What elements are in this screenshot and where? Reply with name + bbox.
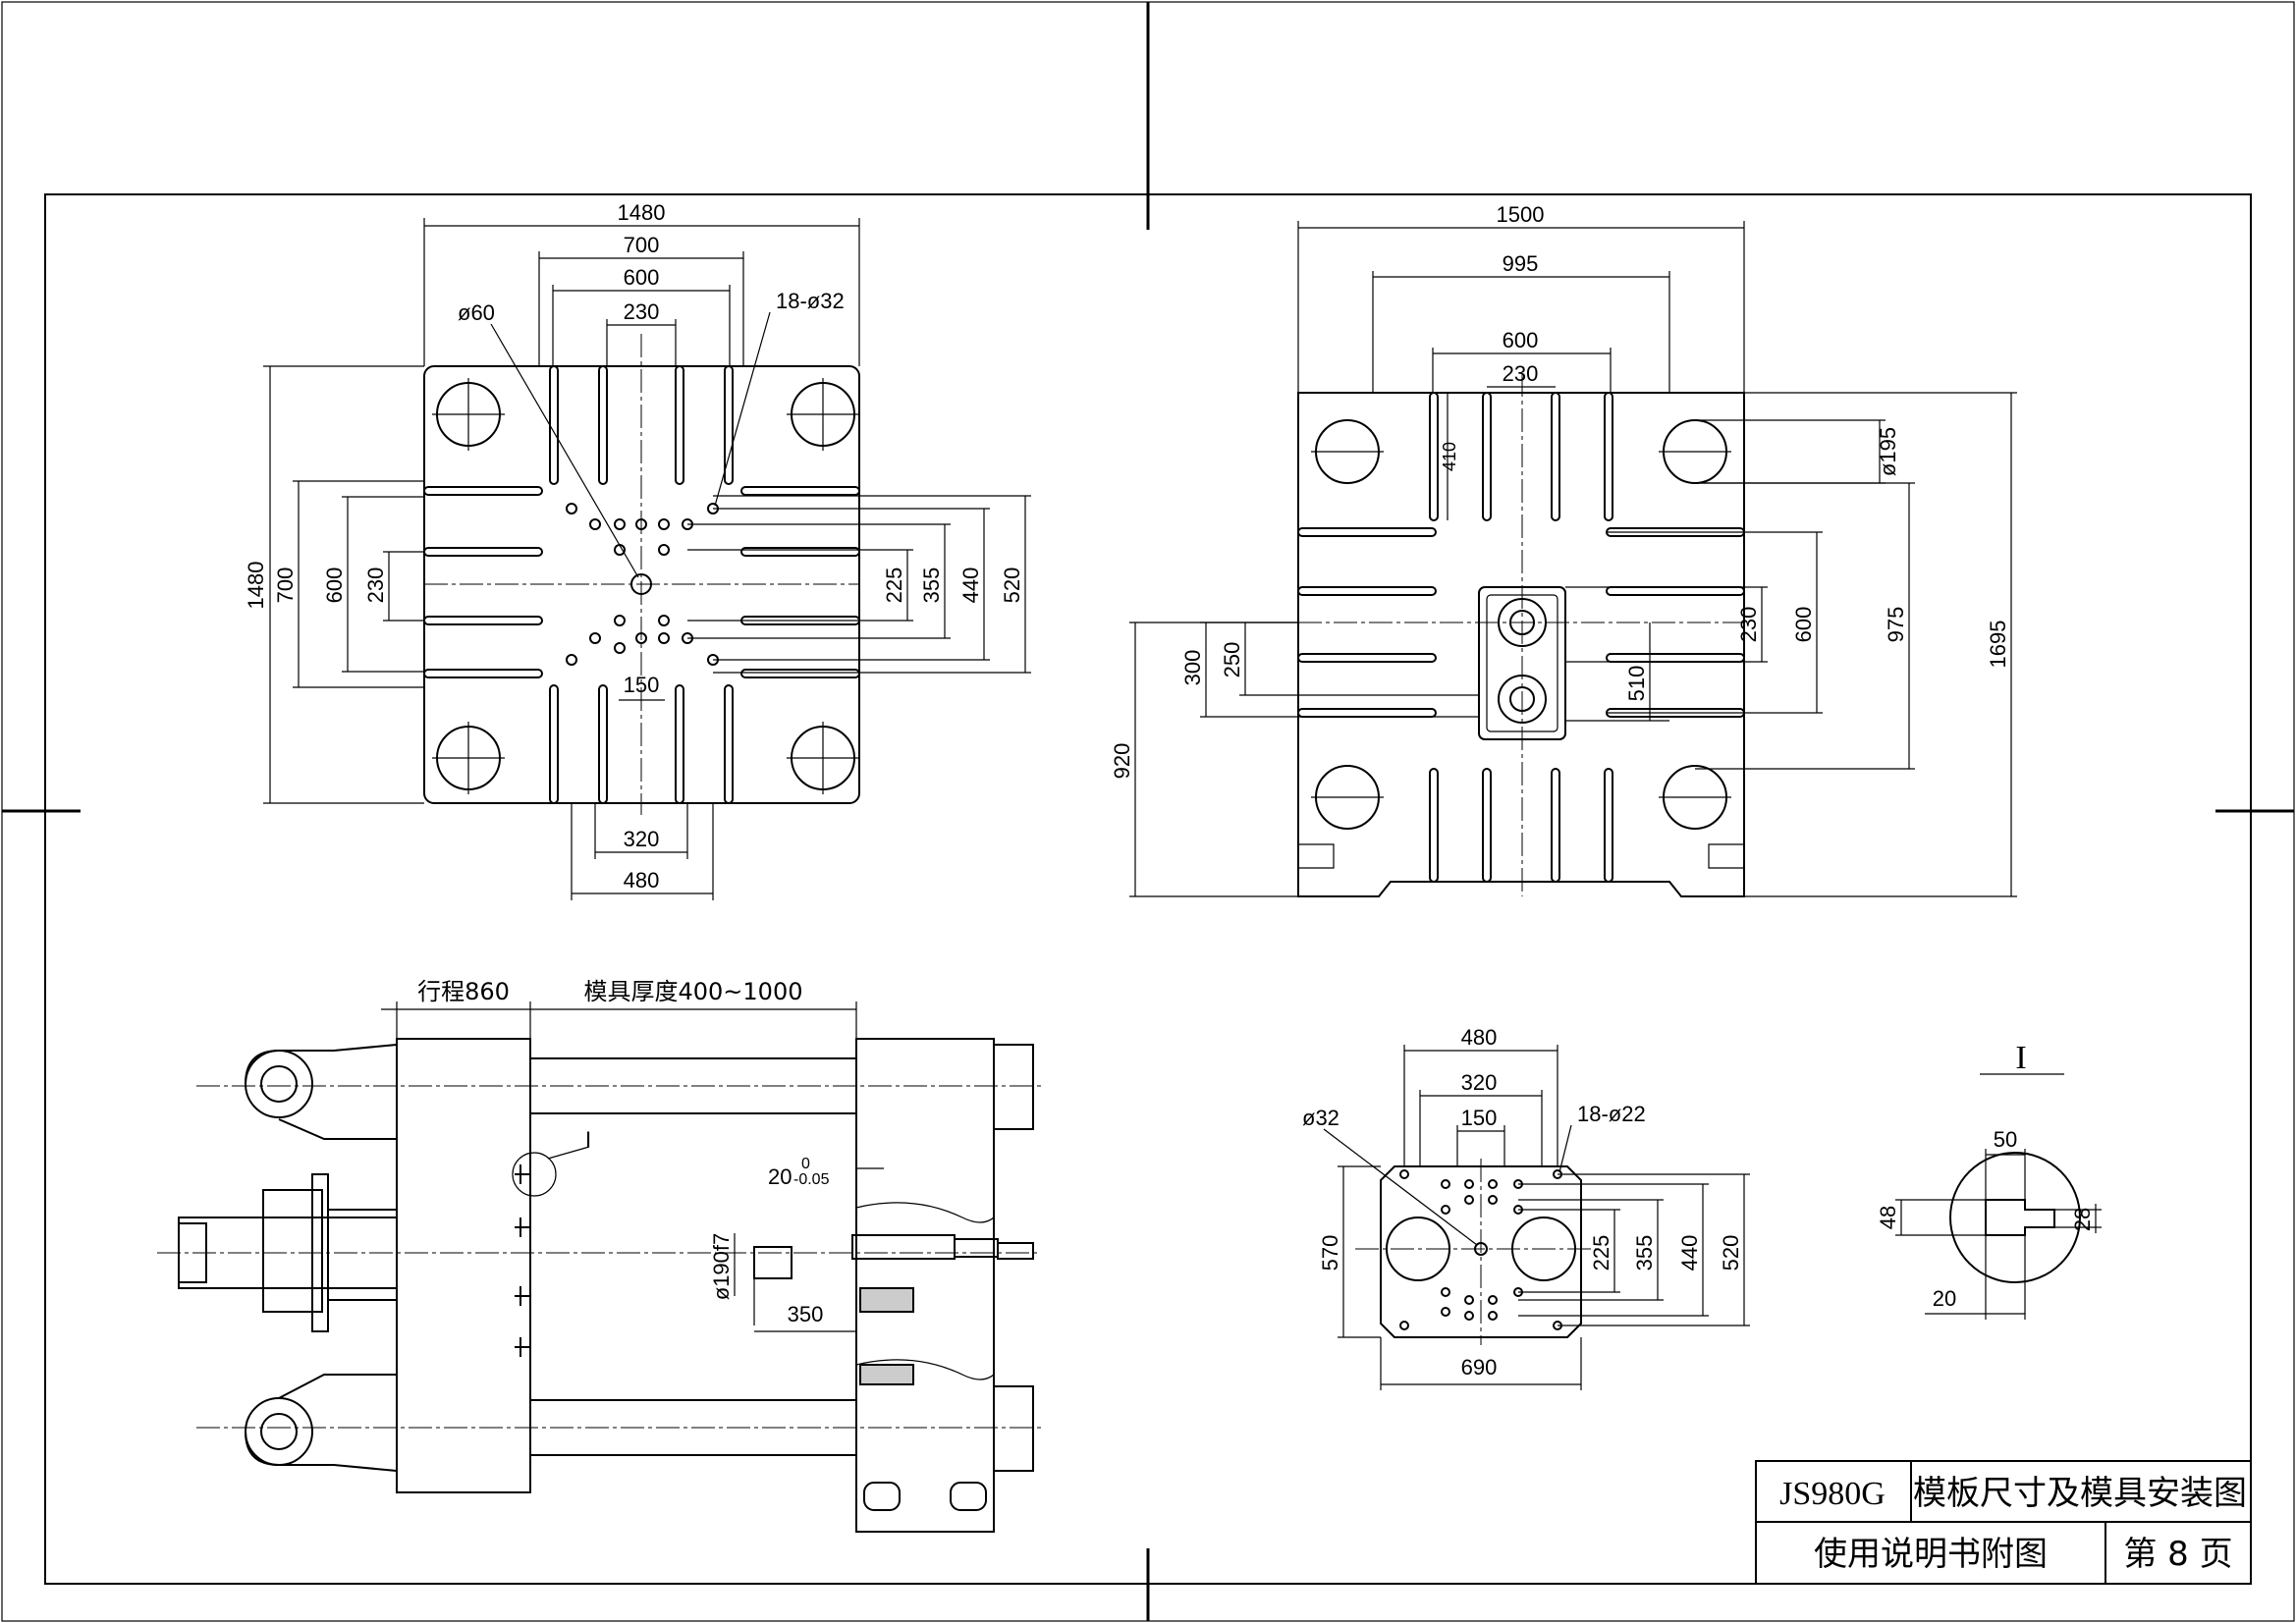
svg-text:1480: 1480 xyxy=(618,200,666,225)
svg-text:690: 690 xyxy=(1461,1355,1498,1380)
svg-text:ø32: ø32 xyxy=(1302,1106,1339,1130)
svg-text:480: 480 xyxy=(1461,1025,1498,1050)
svg-text:600: 600 xyxy=(624,265,660,290)
svg-text:350: 350 xyxy=(788,1302,824,1326)
svg-text:18-ø22: 18-ø22 xyxy=(1577,1102,1646,1126)
detail-i-dims: I 50 48 28 20 xyxy=(1876,1040,2095,1311)
svg-text:225: 225 xyxy=(882,568,906,604)
svg-text:行程860: 行程860 xyxy=(417,978,510,1005)
svg-text:440: 440 xyxy=(1677,1235,1702,1271)
svg-text:570: 570 xyxy=(1318,1235,1342,1271)
svg-text:510: 510 xyxy=(1624,666,1649,702)
title-subtitle: 使用说明书附图 xyxy=(1814,1535,2048,1574)
svg-text:150: 150 xyxy=(624,673,660,697)
svg-text:520: 520 xyxy=(1000,568,1024,604)
title-page: 第 8 页 xyxy=(2123,1535,2232,1574)
svg-text:ø190f7: ø190f7 xyxy=(709,1233,734,1301)
svg-text:1695: 1695 xyxy=(1986,621,2010,669)
svg-text:600: 600 xyxy=(1503,328,1539,352)
svg-text:150: 150 xyxy=(1461,1106,1498,1130)
svg-text:410: 410 xyxy=(1440,442,1459,471)
svg-text:50: 50 xyxy=(1994,1127,2017,1152)
svg-text:0: 0 xyxy=(801,1156,810,1172)
svg-text:230: 230 xyxy=(1736,607,1761,643)
svg-text:20: 20 xyxy=(1933,1286,1956,1311)
svg-text:995: 995 xyxy=(1503,251,1539,276)
fixed-platen-dims: 1480 700 600 230 ø60 18-ø32 150 320 480 … xyxy=(244,200,1024,893)
svg-text:ø195: ø195 xyxy=(1876,427,1900,476)
svg-text:320: 320 xyxy=(624,827,660,851)
svg-text:18-ø32: 18-ø32 xyxy=(776,289,845,313)
svg-text:520: 520 xyxy=(1719,1235,1743,1271)
svg-text:225: 225 xyxy=(1589,1235,1613,1271)
svg-text:-0.05: -0.05 xyxy=(793,1171,830,1188)
svg-text:355: 355 xyxy=(919,568,944,604)
svg-text:600: 600 xyxy=(322,568,347,604)
svg-text:20: 20 xyxy=(768,1164,792,1189)
ejector-plate-dims: 480 320 150 ø32 18-ø22 570 225 355 440 5… xyxy=(1302,1025,1743,1380)
svg-text:440: 440 xyxy=(958,568,983,604)
svg-text:250: 250 xyxy=(1220,642,1244,678)
svg-text:600: 600 xyxy=(1791,607,1816,643)
svg-text:ø60: ø60 xyxy=(458,300,495,325)
svg-text:920: 920 xyxy=(1110,743,1134,780)
svg-text:I: I xyxy=(585,1127,591,1152)
moving-platen-view xyxy=(1129,221,2017,897)
svg-text:1480: 1480 xyxy=(244,562,268,610)
svg-text:230: 230 xyxy=(363,568,388,604)
title-drawing: 模板尺寸及模具安装图 xyxy=(1913,1474,2247,1513)
svg-text:28: 28 xyxy=(2070,1208,2095,1231)
svg-text:230: 230 xyxy=(624,299,660,324)
svg-text:480: 480 xyxy=(624,868,660,893)
clamping-side-view xyxy=(157,1001,1041,1533)
svg-text:355: 355 xyxy=(1632,1235,1657,1271)
svg-text:230: 230 xyxy=(1503,361,1539,386)
fixed-platen-view xyxy=(263,218,1031,900)
ejector-plate-view xyxy=(1323,1045,1750,1390)
svg-text:I: I xyxy=(2015,1040,2026,1076)
svg-text:模具厚度400~1000: 模具厚度400~1000 xyxy=(584,978,803,1005)
title-model: JS980G xyxy=(1779,1476,1886,1512)
svg-text:700: 700 xyxy=(624,233,660,257)
detail-i-view xyxy=(1895,1073,2102,1320)
svg-text:320: 320 xyxy=(1461,1070,1498,1095)
svg-text:300: 300 xyxy=(1180,650,1205,686)
moving-platen-dims: 1500 995 600 230 410 ø195 230 600 975 16… xyxy=(1110,202,2010,779)
side-view-dims: 行程860 模具厚度400~1000 I 0 20 -0.05 ø190f7 3… xyxy=(417,978,829,1326)
title-block: JS980G 模板尺寸及模具安装图 使用说明书附图 第 8 页 xyxy=(1755,1460,2252,1585)
svg-text:1500: 1500 xyxy=(1497,202,1545,227)
svg-text:975: 975 xyxy=(1884,607,1908,643)
svg-text:48: 48 xyxy=(1876,1206,1900,1229)
svg-text:700: 700 xyxy=(273,568,298,604)
